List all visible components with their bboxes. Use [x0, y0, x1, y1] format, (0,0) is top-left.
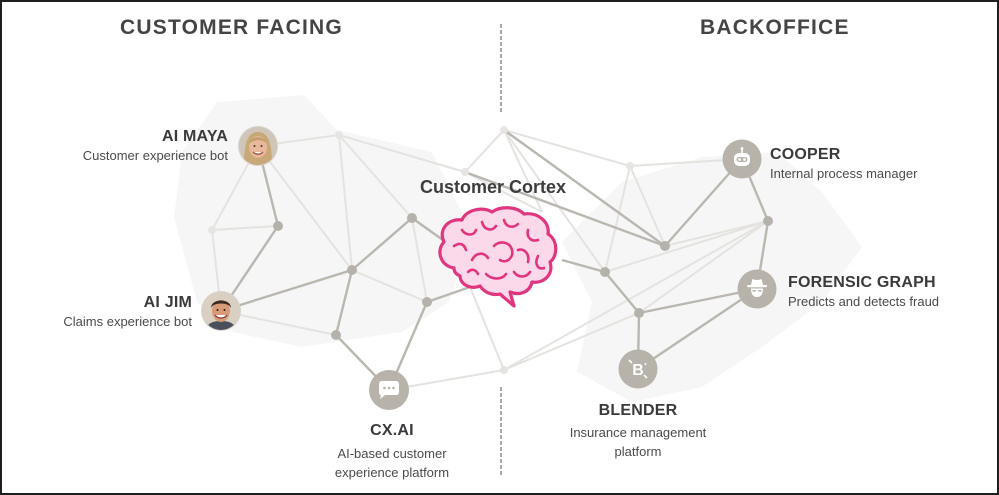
- edge-light: [351, 269, 428, 303]
- edge-light: [411, 217, 428, 303]
- edge-light: [338, 134, 466, 173]
- edge-light: [464, 171, 543, 213]
- node-name: BLENDER: [598, 402, 678, 419]
- node-label-blender: BLENDER Insurance management platform: [538, 402, 738, 461]
- customer-cortex-title: Customer Cortex: [420, 177, 567, 197]
- edge: [351, 217, 413, 271]
- edge: [637, 288, 758, 370]
- junction-node: [634, 308, 644, 318]
- node-label-ai-jim: AI JIM Claims experience bot: [22, 294, 192, 331]
- node-description: Customer experience bot: [82, 148, 228, 163]
- junction-node-faint: [626, 162, 634, 170]
- junction-node-faint: [500, 126, 508, 134]
- edge-light: [257, 145, 353, 271]
- node-description-line-2: platform: [614, 444, 662, 459]
- edge-light: [503, 129, 631, 167]
- avatar-ai-maya[interactable]: [238, 126, 278, 166]
- avatar-ai-jim[interactable]: [201, 291, 241, 331]
- edge-light: [338, 134, 353, 271]
- junction-node: [422, 297, 432, 307]
- node-label-ai-maya: AI MAYA Customer experience bot: [42, 128, 228, 165]
- section-title-backoffice: BACKOFFICE: [700, 16, 850, 39]
- edge-light: [604, 165, 631, 273]
- section-title-customer-facing: CUSTOMER FACING: [120, 16, 343, 39]
- edge: [334, 269, 354, 336]
- edge-light: [469, 286, 505, 371]
- junction-node-faint: [461, 168, 469, 176]
- edge: [426, 285, 471, 304]
- edge-light: [664, 220, 769, 247]
- edge-light: [464, 129, 505, 173]
- edge-light: [638, 220, 769, 314]
- brain-icon[interactable]: [434, 206, 562, 310]
- chat-bubble-icon[interactable]: [368, 369, 410, 411]
- edge-light: [629, 165, 666, 247]
- edge: [604, 271, 640, 314]
- junction-node: [660, 241, 670, 251]
- node-name: CX.AI: [370, 422, 414, 439]
- node-label-cx-ai: CX.AI AI-based customer experience platf…: [302, 422, 482, 482]
- background-blob-right: [562, 152, 862, 402]
- blender-b-icon[interactable]: B: [618, 349, 658, 389]
- edge-light: [338, 134, 413, 219]
- junction-node: [273, 221, 283, 231]
- node-description: Claims experience bot: [63, 314, 192, 329]
- edge: [503, 129, 666, 247]
- junction-node-faint: [208, 226, 216, 234]
- node-name: FORENSIC GRAPH: [788, 274, 936, 291]
- junction-node-faint: [335, 131, 343, 139]
- edge-light: [503, 312, 640, 371]
- edge-light: [211, 225, 279, 231]
- node-label-forensic-graph: FORENSIC GRAPH Predicts and detects frau…: [788, 274, 997, 311]
- edge-light: [503, 220, 769, 371]
- edge: [464, 170, 666, 248]
- node-name: COOPER: [770, 146, 841, 163]
- junction-node: [331, 330, 341, 340]
- detective-icon[interactable]: [737, 269, 777, 309]
- junction-node: [407, 213, 417, 223]
- node-label-cooper: COOPER Internal process manager: [770, 146, 990, 183]
- robot-icon[interactable]: [722, 139, 762, 179]
- edge-light: [503, 129, 606, 273]
- junction-node: [347, 265, 357, 275]
- svg-text:B: B: [632, 362, 644, 379]
- node-description-line-2: experience platform: [334, 465, 450, 480]
- edge: [638, 287, 758, 315]
- node-description: Internal process manager: [770, 166, 918, 181]
- junction-node: [600, 267, 610, 277]
- node-description: Predicts and detects fraud: [788, 294, 940, 309]
- node-name: AI JIM: [143, 294, 192, 311]
- junction-node-faint: [500, 366, 508, 374]
- edge: [561, 258, 606, 274]
- node-description-line-1: Insurance management: [569, 425, 707, 440]
- edge-light: [604, 220, 769, 273]
- node-description-line-1: AI-based customer: [337, 446, 447, 461]
- edge: [220, 268, 353, 313]
- junction-node: [763, 216, 773, 226]
- node-name: AI MAYA: [161, 128, 228, 145]
